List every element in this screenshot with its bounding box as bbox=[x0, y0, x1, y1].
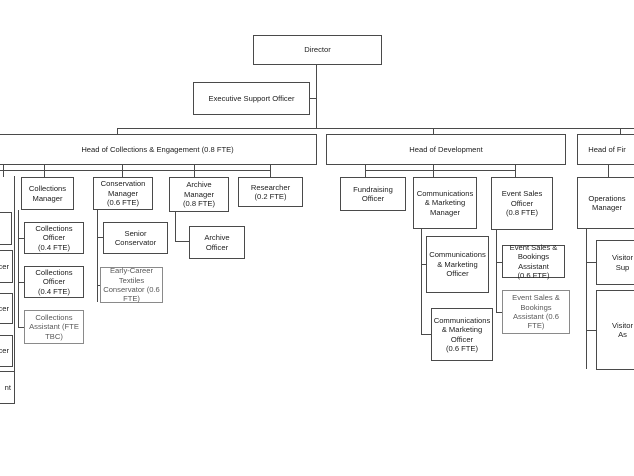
comms-marketing-officer-pt-box: Communications & Marketing Officer (0.6 … bbox=[431, 308, 493, 361]
director-label: Director bbox=[304, 45, 331, 55]
event-bookings-assistant-box: Event Sales & Bookings Assistant (0.6 FT… bbox=[502, 242, 565, 280]
connector bbox=[496, 230, 498, 312]
comms-marketing-manager-label: Communications & Marketing Manager bbox=[416, 188, 474, 217]
collections-officer-label: Collections Officer (0.4 FTE) bbox=[35, 223, 73, 252]
collections-officer-label: Collections Officer (0.4 FTE) bbox=[35, 267, 73, 296]
executive-support-officer-label: Executive Support Officer bbox=[208, 93, 295, 103]
researcher-box: Researcher (0.2 FTE) bbox=[238, 177, 303, 207]
archive-officer-box: Archive Officer bbox=[189, 226, 245, 259]
partial-role-box bbox=[0, 212, 12, 245]
collections-assistant-label: Collections Assistant (FTE TBC) bbox=[29, 312, 79, 341]
connector bbox=[496, 312, 502, 314]
connector bbox=[18, 210, 20, 328]
event-bookings-assistant-label: Event Sales & Bookings Assistant (0.6 FT… bbox=[509, 242, 558, 280]
connector bbox=[496, 262, 502, 264]
connector bbox=[3, 165, 5, 177]
fundraising-officer-box: Fundraising Officer bbox=[340, 177, 406, 211]
head-finance-label: Head of Fir bbox=[588, 144, 626, 154]
connector bbox=[310, 98, 317, 100]
connector bbox=[270, 165, 272, 177]
connector bbox=[421, 229, 423, 335]
collections-officer-box: Collections Officer (0.4 FTE) bbox=[24, 222, 84, 254]
connector bbox=[117, 128, 634, 130]
partial-role-box: icer bbox=[0, 250, 13, 283]
connector bbox=[18, 238, 24, 240]
senior-conservator-label: Senior Conservator bbox=[114, 228, 157, 247]
connector bbox=[122, 165, 124, 177]
connector bbox=[18, 327, 24, 329]
event-bookings-assistant-label: Event Sales & Bookings Assistant (0.6 FT… bbox=[512, 293, 560, 331]
event-sales-officer-label: Event Sales Officer (0.8 FTE) bbox=[501, 189, 543, 218]
visitor-role-label: Visitor Sup bbox=[612, 253, 633, 272]
partial-role-box: nt bbox=[0, 371, 15, 404]
fundraising-officer-label: Fundraising Officer bbox=[353, 184, 393, 203]
conservation-manager-box: Conservation Manager (0.6 FTE) bbox=[93, 177, 153, 210]
event-bookings-assistant-box: Event Sales & Bookings Assistant (0.6 FT… bbox=[502, 290, 570, 334]
archive-officer-label: Archive Officer bbox=[204, 233, 230, 252]
connector bbox=[316, 64, 318, 128]
visitor-role-box: Visitor As bbox=[596, 290, 634, 370]
early-career-conservator-label: Early-Career Textiles Conservator (0.6 F… bbox=[103, 266, 160, 304]
archive-manager-label: Archive Manager (0.8 FTE) bbox=[182, 180, 216, 209]
connector bbox=[586, 229, 588, 369]
connector bbox=[0, 170, 270, 172]
collections-manager-box: Collections Manager bbox=[21, 177, 74, 210]
connector bbox=[421, 264, 426, 266]
collections-officer-box: Collections Officer (0.4 FTE) bbox=[24, 266, 84, 298]
connector bbox=[433, 165, 435, 177]
researcher-label: Researcher (0.2 FTE) bbox=[250, 182, 291, 201]
comms-marketing-officer-box: Communications & Marketing Officer bbox=[426, 236, 489, 293]
connector bbox=[620, 128, 622, 135]
partial-role-box: ficer bbox=[0, 335, 13, 367]
partial-role-label: icer bbox=[0, 261, 9, 271]
head-collections-engagement-label: Head of Collections & Engagement (0.8 FT… bbox=[81, 144, 234, 154]
operations-manager-box: Operations Manager bbox=[577, 177, 634, 229]
connector bbox=[586, 330, 596, 332]
event-sales-officer-box: Event Sales Officer (0.8 FTE) bbox=[491, 177, 553, 230]
partial-role-label: icer bbox=[0, 303, 9, 313]
head-development-label: Head of Development bbox=[409, 144, 483, 154]
connector bbox=[117, 128, 119, 135]
connector bbox=[175, 212, 177, 242]
senior-conservator-box: Senior Conservator bbox=[103, 222, 168, 254]
operations-manager-label: Operations Manager bbox=[588, 193, 626, 212]
connector bbox=[365, 170, 515, 172]
partial-role-label: nt bbox=[4, 382, 11, 392]
partial-role-box: icer bbox=[0, 293, 13, 324]
connector bbox=[194, 165, 196, 177]
connector bbox=[515, 165, 517, 177]
connector bbox=[433, 128, 435, 135]
comms-marketing-manager-box: Communications & Marketing Manager bbox=[413, 177, 477, 229]
connector bbox=[18, 282, 24, 284]
connector bbox=[44, 165, 46, 177]
connector bbox=[14, 176, 16, 386]
head-development-box: Head of Development bbox=[326, 134, 566, 165]
connector bbox=[586, 262, 596, 264]
archive-manager-box: Archive Manager (0.8 FTE) bbox=[169, 177, 229, 212]
comms-marketing-officer-pt-label: Communications & Marketing Officer (0.6 … bbox=[433, 315, 491, 353]
connector bbox=[608, 165, 610, 177]
head-collections-engagement-box: Head of Collections & Engagement (0.8 FT… bbox=[0, 134, 317, 165]
connector bbox=[175, 241, 189, 243]
director-box: Director bbox=[253, 35, 382, 65]
connector bbox=[421, 334, 431, 336]
visitor-role-label: Visitor As bbox=[612, 320, 633, 339]
connector bbox=[365, 165, 367, 177]
connector bbox=[97, 210, 99, 302]
executive-support-officer-box: Executive Support Officer bbox=[193, 82, 310, 115]
connector bbox=[97, 237, 103, 239]
comms-marketing-officer-label: Communications & Marketing Officer bbox=[429, 250, 486, 279]
collections-manager-label: Collections Manager bbox=[28, 184, 67, 203]
visitor-role-box: Visitor Sup bbox=[596, 240, 634, 285]
early-career-conservator-box: Early-Career Textiles Conservator (0.6 F… bbox=[100, 266, 163, 304]
conservation-manager-label: Conservation Manager (0.6 FTE) bbox=[100, 179, 146, 208]
collections-assistant-box: Collections Assistant (FTE TBC) bbox=[24, 310, 84, 344]
partial-role-label: ficer bbox=[0, 346, 9, 356]
head-finance-box: Head of Fir bbox=[577, 134, 634, 165]
